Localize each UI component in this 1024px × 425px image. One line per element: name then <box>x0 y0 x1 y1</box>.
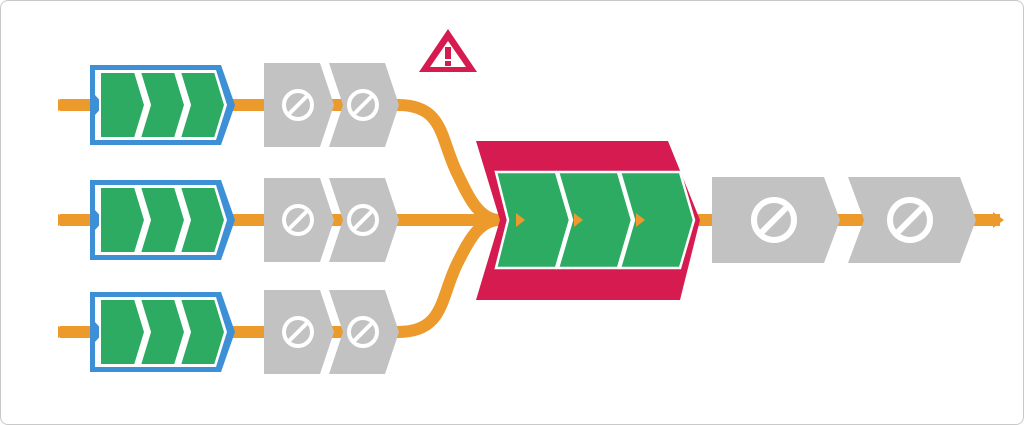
chevron-right-icon[interactable] <box>618 170 696 270</box>
chevron-right-icon[interactable] <box>494 170 572 270</box>
chevron-right-icon[interactable] <box>138 71 187 139</box>
flow-marker <box>574 213 583 227</box>
no-entry-icon <box>887 197 933 243</box>
flow-head-downstream <box>993 212 1004 228</box>
chevron-right-icon[interactable] <box>138 186 187 254</box>
active-steps <box>99 71 696 366</box>
chevron-right-icon[interactable] <box>556 170 634 270</box>
flow-tail-top <box>58 99 70 111</box>
warning-triangle-icon[interactable] <box>419 29 477 72</box>
flow-tail-middle <box>58 214 70 226</box>
chevron-right-icon[interactable] <box>138 298 187 366</box>
chevron-right-icon[interactable] <box>99 186 147 254</box>
no-entry-icon <box>347 204 379 236</box>
chevron-right-icon[interactable] <box>99 298 147 366</box>
no-entry-icon <box>282 204 314 236</box>
no-entry-icon <box>282 316 314 348</box>
no-entry-icon <box>347 316 379 348</box>
chevron-right-icon[interactable] <box>99 71 147 139</box>
no-entry-icon <box>282 89 314 121</box>
flow-marker <box>516 213 525 227</box>
inactive-steps <box>264 63 976 374</box>
flow-tail-bottom <box>58 326 70 338</box>
chevron-right-icon[interactable] <box>178 71 227 139</box>
chevron-right-icon[interactable] <box>178 298 227 366</box>
chevron-right-icon[interactable] <box>178 186 227 254</box>
flow-curve-bottom <box>397 214 501 338</box>
flow-curve-top <box>397 99 501 226</box>
flow-marker <box>636 213 645 227</box>
no-entry-icon <box>347 89 379 121</box>
no-entry-icon <box>751 197 797 243</box>
